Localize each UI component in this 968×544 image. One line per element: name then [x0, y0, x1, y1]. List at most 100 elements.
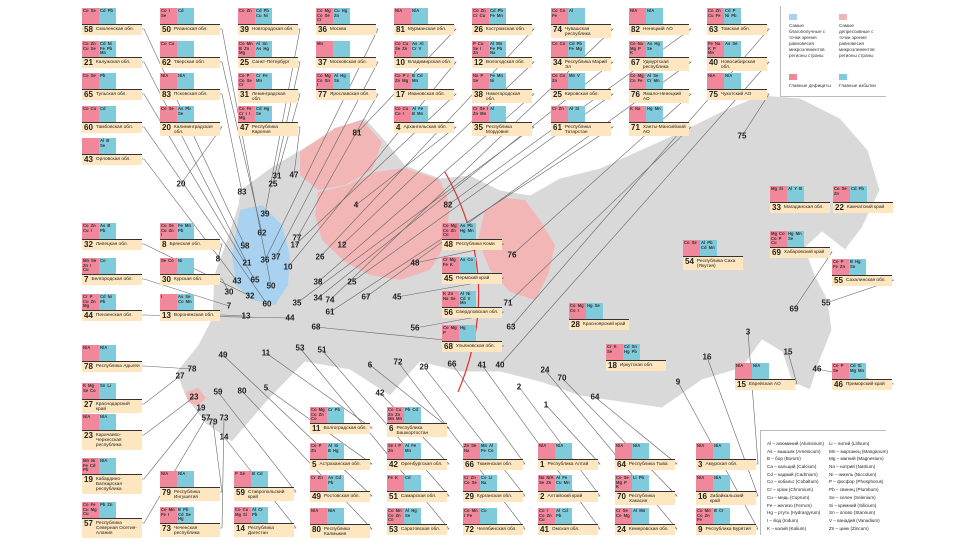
region-number: 53 [389, 525, 398, 534]
surplus-element: Fe [490, 73, 495, 78]
surplus-element: Se [178, 110, 184, 116]
deficit-element: Co [388, 517, 394, 523]
surplus-element: V [577, 73, 580, 78]
surplus-element: Se [788, 235, 794, 241]
map-region-number: 76 [507, 250, 517, 260]
region-number: 33 [772, 203, 781, 212]
region-name: Республика Дагестан [247, 526, 274, 537]
leader-line [140, 375, 181, 405]
deficit-element: Mn [708, 50, 715, 56]
surplus-element: Se [256, 110, 262, 116]
deficit-element: Fe [715, 12, 721, 18]
surplus-element: Cd [100, 294, 106, 299]
surplus-element: Pb [107, 8, 113, 13]
region-name: Республика Алтай [547, 462, 589, 467]
surplus-element: Hg [654, 41, 660, 46]
map-region-number: 34 [313, 293, 323, 303]
surplus-element: Mn [496, 12, 503, 18]
deficit-element: Fe [552, 12, 557, 18]
region-number: 63 [709, 25, 718, 34]
surplus-element: B [107, 223, 111, 228]
surplus-box: Cd [404, 475, 421, 491]
deficit-element: Se [161, 12, 167, 18]
deficit-element: Co [395, 73, 401, 78]
region-number: 31 [240, 90, 249, 99]
region-name: Магаданская обл. [783, 205, 824, 210]
deficit-element: Mg [577, 303, 584, 308]
deficit-element: Mg [449, 257, 456, 262]
deficit-element: N/A [539, 443, 547, 448]
deficit-element: Mn [83, 258, 90, 263]
map-region-number: 56 [410, 323, 420, 333]
deficit-element: Se [246, 77, 252, 83]
element-key-item: Cd – кадмий (Cadmium) [767, 471, 818, 477]
surplus-element: N/A [178, 471, 186, 476]
region-name: Ивановская обл. [407, 92, 445, 97]
region-name: Новосибирская обл. [720, 60, 756, 71]
deficit-element: Zn [558, 106, 564, 111]
deficit-element: Pb [83, 467, 89, 473]
deficit-element: Co [235, 507, 241, 512]
map-region-number: 53 [295, 343, 305, 353]
deficit-element: K [449, 261, 453, 267]
region-name: Москва [329, 27, 347, 32]
surplus-box: Ni [177, 258, 194, 274]
map-region-number: 68 [311, 322, 321, 332]
deficit-element: Mn [471, 508, 478, 513]
deficit-element: I [161, 232, 163, 238]
surplus-element: Hg [647, 106, 653, 111]
surplus-element: Ni [490, 77, 495, 83]
region-number: 34 [553, 58, 562, 67]
surplus-box: Cd [99, 106, 116, 122]
deficit-element: P [473, 41, 476, 46]
deficit-element: Se [388, 443, 394, 448]
surplus-element: Mn [256, 77, 263, 83]
deficit-element: Co [559, 73, 566, 78]
map-region-number: 67 [361, 292, 371, 302]
region-number: 11 [312, 424, 321, 433]
deficit-element: Co [311, 411, 317, 417]
deficit-element: Zn [311, 447, 317, 453]
deficit-element: Co [161, 41, 167, 46]
deficit-element: Se [90, 73, 96, 78]
deficit-element: Cu [83, 227, 89, 233]
deficit-element: Zn [244, 45, 250, 51]
surplus-element: B [714, 508, 718, 513]
deficit-element: Cu [242, 507, 249, 512]
map-region-number: 63 [506, 322, 516, 332]
deficit-element: Se [324, 12, 330, 18]
region-number: 14 [236, 524, 245, 533]
surplus-element: Zn [334, 12, 340, 18]
region-name: Брянская обл. [169, 242, 201, 247]
element-key-item: Sn – олово (Stannum) [829, 510, 876, 516]
